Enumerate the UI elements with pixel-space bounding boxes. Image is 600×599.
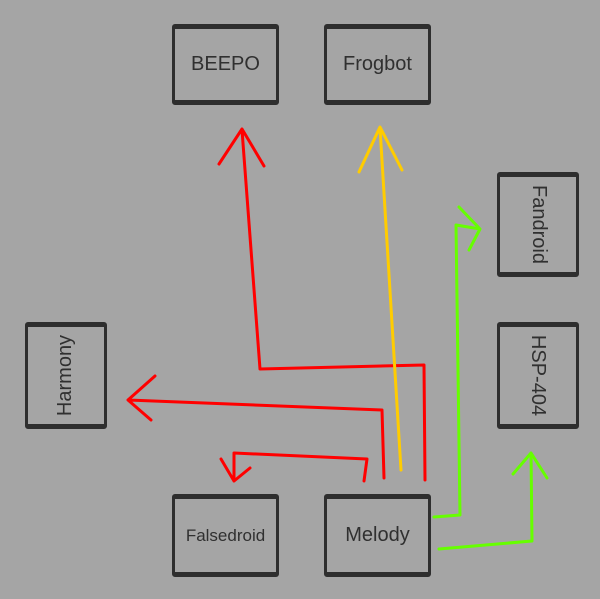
node-melody[interactable]: Melody xyxy=(324,494,431,577)
node-beepo[interactable]: BEEPO xyxy=(172,24,279,105)
node-label: Frogbot xyxy=(343,53,412,75)
node-label: Melody xyxy=(345,524,410,546)
node-falsedroid[interactable]: Falsedroid xyxy=(172,494,279,577)
edge-melody-frogbot xyxy=(357,125,404,472)
node-harmony[interactable]: Harmony xyxy=(25,322,107,429)
node-hsp-404[interactable]: HSP-404 xyxy=(497,322,579,429)
edge-melody-fandroid xyxy=(432,205,482,519)
node-fandroid[interactable]: Fandroid xyxy=(497,172,579,277)
edge-melody-falsedroid xyxy=(219,451,369,483)
edge-melody-hsp-404 xyxy=(437,451,549,551)
node-label: BEEPO xyxy=(191,53,260,75)
node-frogbot[interactable]: Frogbot xyxy=(324,24,431,105)
edge-melody-harmony xyxy=(126,374,386,480)
edge-melody-beepo xyxy=(217,127,427,482)
node-label: Falsedroid xyxy=(185,525,266,545)
